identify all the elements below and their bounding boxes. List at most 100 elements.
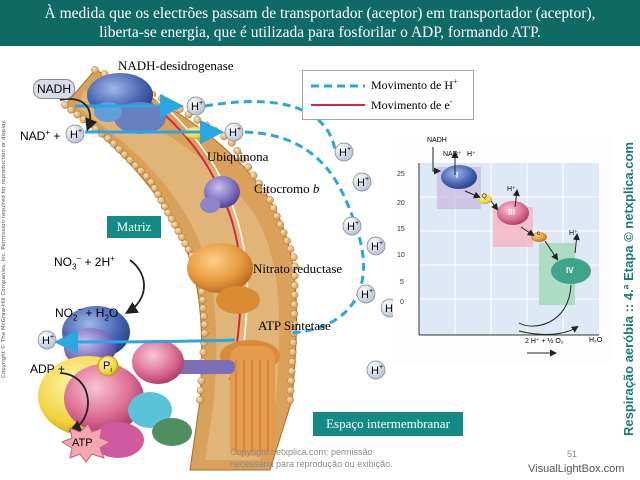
lipid-head <box>126 156 134 164</box>
lipid-head <box>147 178 155 186</box>
lipid-head <box>109 139 118 148</box>
legend-h-movement: Movimento de H+ <box>371 77 458 92</box>
lipid-head <box>171 221 179 229</box>
nitrate-reductase-complex <box>187 243 260 314</box>
lipid-head <box>269 204 278 213</box>
lipid-head <box>160 202 169 211</box>
lipid-head <box>202 121 211 130</box>
lipid-head <box>290 291 299 299</box>
phosphate-circle <box>97 355 119 377</box>
lipid-head <box>196 386 205 395</box>
title-banner: À medida que os electrões passam de tran… <box>0 0 640 46</box>
lipid-head <box>200 329 209 338</box>
lipid-head <box>286 245 295 253</box>
inset-c: c <box>537 231 540 237</box>
lipid-head <box>290 281 299 290</box>
vertical-caption: Respiração aeróbia :: 4.ª Etapa © netxpl… <box>621 142 636 436</box>
inset-h-plus-1: H⁺ <box>467 151 476 158</box>
inset-ytick-15: 15 <box>397 226 405 233</box>
inset-ytick-10: 10 <box>397 252 405 259</box>
lipid-head <box>199 304 208 313</box>
lipid-head <box>289 338 298 347</box>
proton-ball <box>65 124 85 144</box>
lipid-head <box>120 150 129 159</box>
lipid-head <box>286 386 295 395</box>
atp-sintetase-label: ATP Sintetase <box>258 318 331 333</box>
lipid-head <box>260 187 269 196</box>
lipid-head <box>157 196 166 205</box>
nadh-arrow <box>59 98 98 132</box>
adp-label: ADP + <box>30 362 65 376</box>
lipid-head <box>73 110 82 119</box>
proton-ball <box>224 122 244 142</box>
title-line-1: À medida que os electrões passam de tran… <box>44 5 596 22</box>
lipid-head <box>276 220 285 229</box>
lipid-head <box>181 239 190 248</box>
lipid-head <box>150 184 159 193</box>
cytochrome-b-complex <box>200 176 240 213</box>
nad-plus-label: NAD+ + <box>20 128 61 143</box>
inset-h-plus-2: H⁺ <box>507 186 516 193</box>
lipid-head <box>290 300 299 309</box>
atp-burst <box>60 423 112 463</box>
legend: Movimento de H+ Movimento de e- <box>302 70 474 120</box>
proton-arrow-exit <box>54 329 236 354</box>
proton-ball <box>356 284 376 304</box>
proton-balls: H+H+H+H+H+H+H+H+H+H+H+ <box>37 96 400 380</box>
lipid-head <box>164 208 173 217</box>
inset-h-plus-3: H⁺ <box>569 230 578 237</box>
proton-dashed-2 <box>244 130 365 335</box>
lipid-head <box>287 367 296 376</box>
no3-label: NO3− + 2H+ <box>54 254 115 272</box>
lipid-head <box>137 167 145 175</box>
inset-nad-plus: NAD⁺ <box>443 151 462 158</box>
inset-q: Q <box>482 194 487 200</box>
lipid-head <box>79 115 88 124</box>
visuallightbox-link[interactable]: VisualLightBox.com <box>528 463 625 475</box>
electron-transport-illustration: H+H+H+H+H+H+H+H+H+H+H+ <box>37 66 400 471</box>
pi-label: Pi <box>103 360 112 375</box>
lipid-head <box>291 262 299 271</box>
lipid-head <box>272 212 281 221</box>
copyright-vertical: Copyright © The McGraw-Hill Companies, I… <box>1 119 7 378</box>
lipid-head <box>174 227 183 235</box>
proton-ball <box>366 236 386 256</box>
nitrate-arrow <box>124 259 145 314</box>
legend-e-movement: Movimento de e- <box>371 97 453 112</box>
proton-ball <box>342 216 362 236</box>
lipid-head <box>266 196 274 204</box>
lipid-head <box>290 310 299 318</box>
lipid-head <box>142 172 151 181</box>
lipid-head <box>288 357 297 366</box>
lipid-head <box>283 237 291 245</box>
lipid-head <box>184 245 193 254</box>
lipid-head <box>255 179 263 188</box>
lipid-head <box>197 377 206 385</box>
lipid-head <box>287 377 295 385</box>
ubiquinona-label: Ubiquinona <box>207 149 269 164</box>
nadh-desidrogenase-label: NADH-desidrogenase <box>118 58 234 73</box>
matriz-label: Matriz <box>107 216 161 238</box>
proton-ball <box>37 330 57 350</box>
lipid-head <box>233 147 242 155</box>
proton-dashed-1 <box>204 100 337 151</box>
inset-bottom-eq: 2 H⁺ + ½ O₂ <box>525 338 564 345</box>
lipid-head <box>290 319 298 328</box>
lipid-head <box>200 312 208 321</box>
lipid-head <box>290 272 299 280</box>
atp-arrow <box>59 372 89 433</box>
nitrato-reductase-label: Nitrato reductase <box>253 261 343 276</box>
lipid-head <box>154 190 162 199</box>
page-number: 51 <box>567 449 578 459</box>
lipid-head <box>244 163 253 172</box>
atp-label: ATP <box>72 437 93 449</box>
proton-ball <box>352 172 372 192</box>
inset-ytick-20: 20 <box>397 200 405 207</box>
inset-ytick-0: 0 <box>400 299 404 306</box>
title-line-2: liberta-se energia, que é utilizada para… <box>99 24 541 41</box>
inset-complex-iv: IV <box>566 266 574 275</box>
inset-complex-iii: III <box>508 208 515 217</box>
espaco-intermembranar-label: Espaço intermembranar <box>313 412 463 436</box>
proton-ball <box>186 96 206 116</box>
lipid-head <box>115 145 123 153</box>
